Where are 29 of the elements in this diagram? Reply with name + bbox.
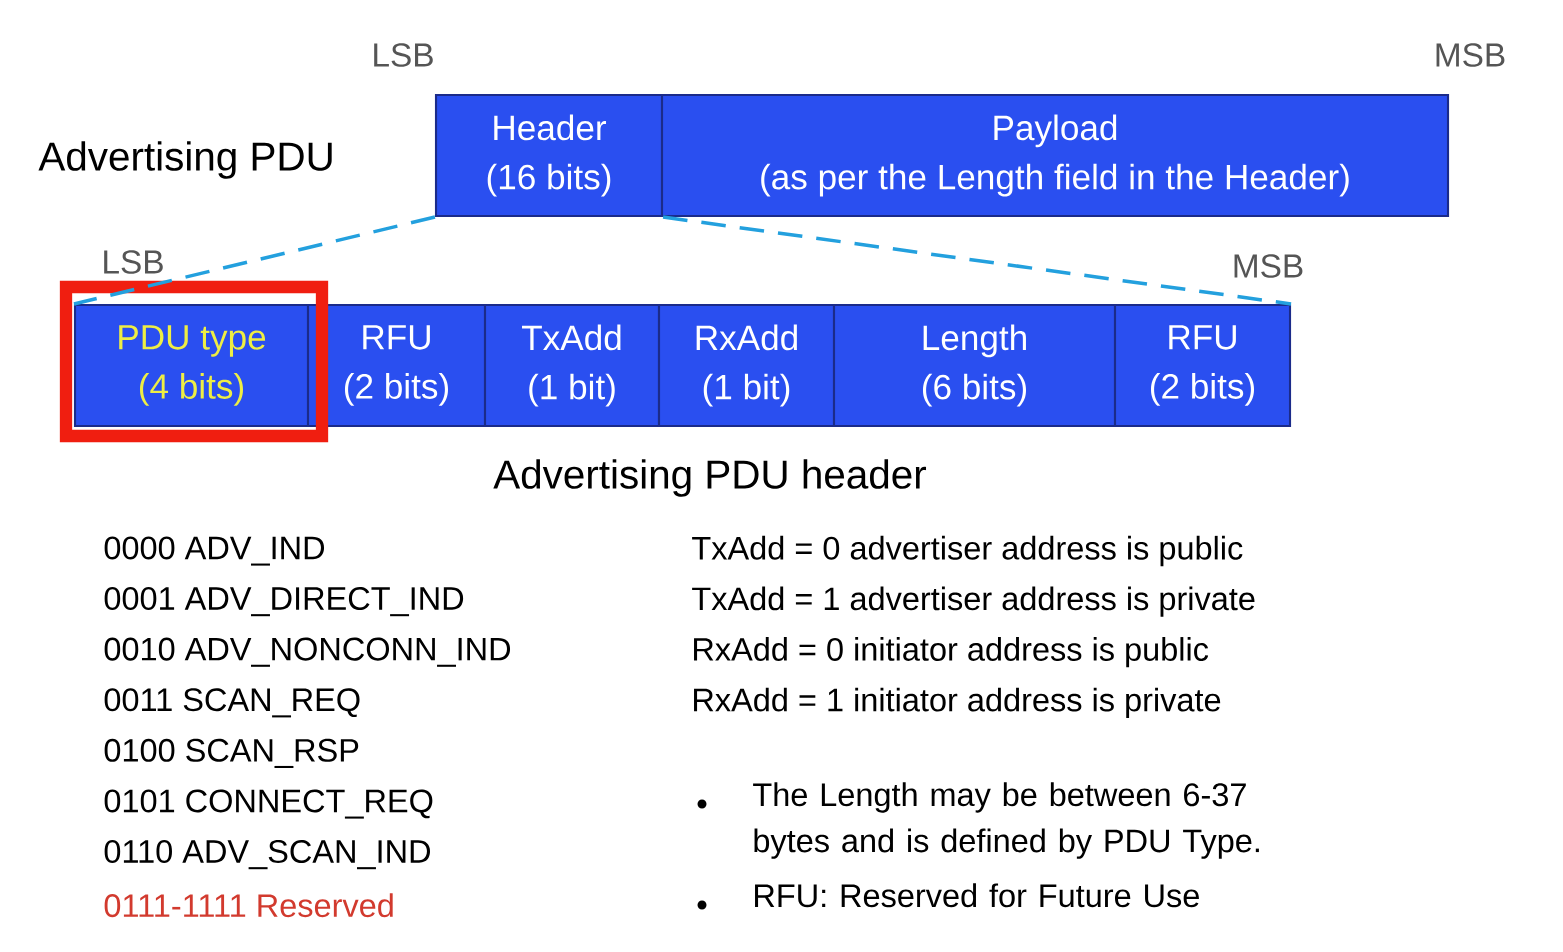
code-list-item: 0010 ADV_NONCONN_IND — [104, 637, 511, 667]
flag-note: RxAdd = 0 initiator address is public — [694, 637, 1209, 668]
scale-label: MSB — [1436, 43, 1505, 67]
flag-note: TxAdd = 1 advertiser address is private — [692, 586, 1255, 617]
code-list-item: 0011 SCAN_REQ — [104, 688, 360, 718]
field-box: Length (6 bits) — [832, 303, 1117, 428]
flag-note: RxAdd = 1 initiator address is private — [694, 687, 1221, 718]
scale-label: LSB — [104, 250, 163, 274]
field-box: RFU (2 bits) — [1113, 303, 1292, 428]
scale-label: LSB — [374, 43, 433, 67]
field-box: PDU type (4 bits) — [73, 303, 310, 428]
code-list-item: 0110 ADV_SCAN_IND — [104, 840, 430, 870]
code-list-item: 0100 SCAN_RSP — [104, 738, 359, 768]
scale-label: MSB — [1234, 254, 1303, 278]
code-list-item: 0101 CONNECT_REQ — [104, 789, 433, 819]
field-box: RxAdd (1 bit) — [657, 303, 836, 428]
field-box: Header (16 bits) — [434, 93, 664, 218]
code-list-item: 0000 ADV_IND — [104, 536, 325, 566]
flag-note: TxAdd = 0 advertiser address is public — [692, 535, 1243, 567]
code-list-item: 0001 ADV_DIRECT_IND — [104, 587, 464, 617]
field-box: TxAdd (1 bit) — [483, 303, 661, 428]
caption: Advertising PDU header — [493, 459, 926, 497]
field-box: RFU (2 bits) — [306, 303, 487, 428]
code-list-item: 0111-1111 Reserved — [104, 893, 393, 918]
heading: Advertising PDU — [38, 141, 332, 179]
dashed-line — [662, 215, 1292, 306]
bullet-item: The Length may be between 6-37 bytes and is defined by PDU Type. — [753, 782, 1259, 859]
dashed-line — [73, 215, 436, 306]
bullet-item: RFU: Reserved for Future Use — [755, 883, 1199, 908]
